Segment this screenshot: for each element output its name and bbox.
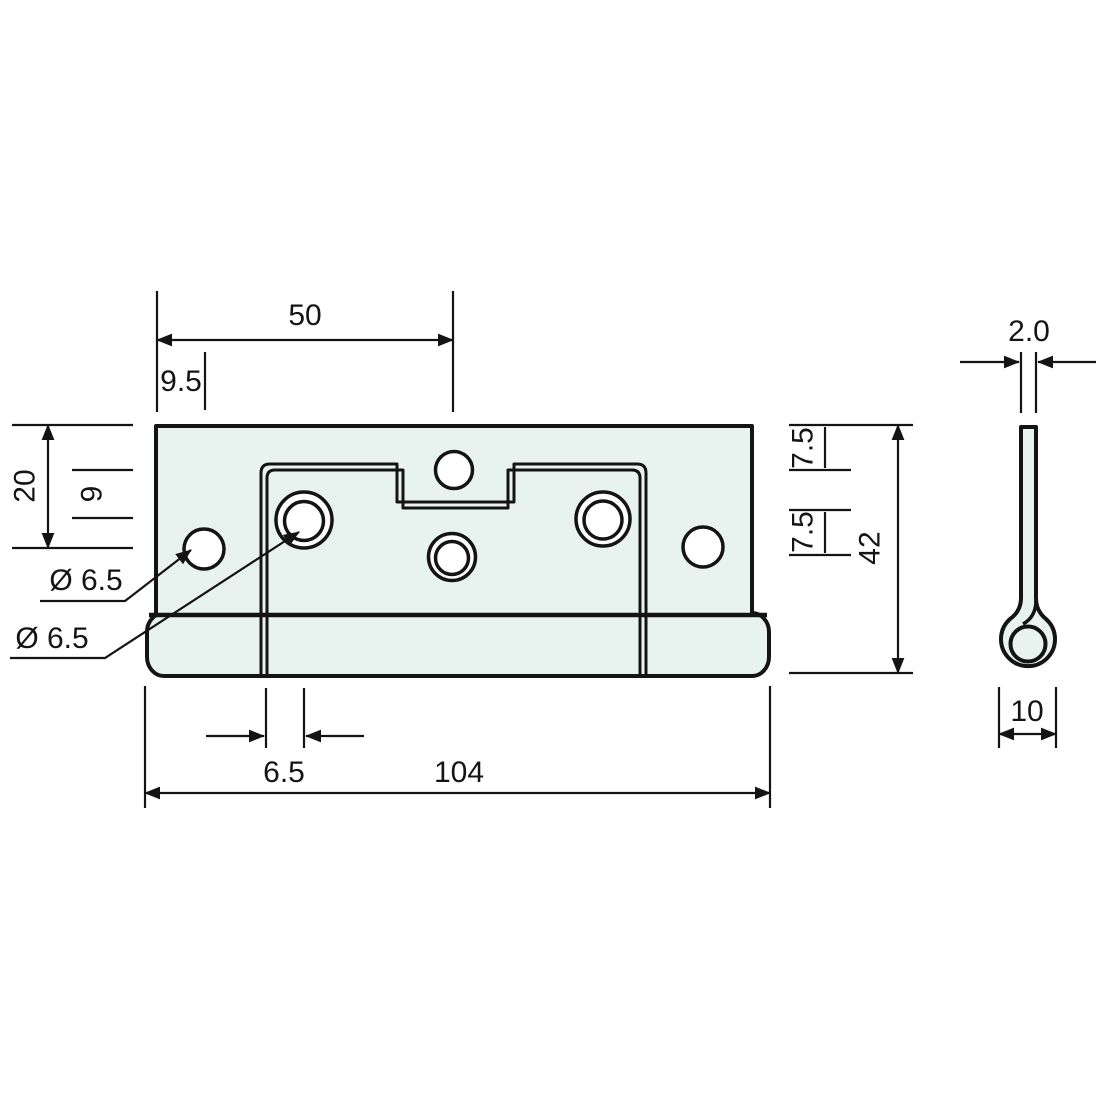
dim-label-50: 50 [288, 299, 321, 332]
dim-label-6-5: 6.5 [263, 756, 305, 789]
pin-hole-profile [1008, 624, 1048, 664]
hinge-barrel [145, 611, 771, 678]
dim-label-7-5a: 7.5 [787, 427, 820, 469]
dim-label-104: 104 [434, 756, 484, 789]
inner-flap-outline-outer [259, 462, 648, 674]
leader-label-countersunk-hole: Ø 6.5 [15, 622, 88, 655]
front-view [145, 424, 771, 678]
hole-plain-right [681, 525, 725, 569]
hole-top-center [433, 449, 475, 491]
inner-flap-outline-inner [265, 468, 642, 674]
dim-label-20: 20 [9, 469, 42, 502]
dim-label-2-0: 2.0 [1008, 315, 1050, 348]
hole-plain-left [182, 527, 226, 571]
leader-line-plain-hole [40, 549, 192, 603]
leader-line-countersunk-hole [10, 531, 300, 660]
dim-label-10: 10 [1010, 695, 1043, 728]
hole-countersunk-center-inner [433, 539, 471, 577]
leaf-profile [999, 425, 1057, 669]
dim-label-9-5: 9.5 [160, 365, 202, 398]
hole-countersunk-left-inner [282, 499, 326, 543]
leader-label-plain-hole: Ø 6.5 [49, 564, 122, 597]
curl-edge-line [1022, 599, 1038, 626]
side-view [999, 425, 1057, 669]
dim-label-9: 9 [76, 486, 109, 503]
dim-label-42: 42 [854, 531, 887, 564]
hole-countersunk-right-inner [582, 499, 624, 541]
dim-label-7-5b: 7.5 [787, 511, 820, 553]
dimensions: 50 9.5 20 9 Ø 6.5 Ø 6.5 6.5 104 [9, 291, 1096, 808]
